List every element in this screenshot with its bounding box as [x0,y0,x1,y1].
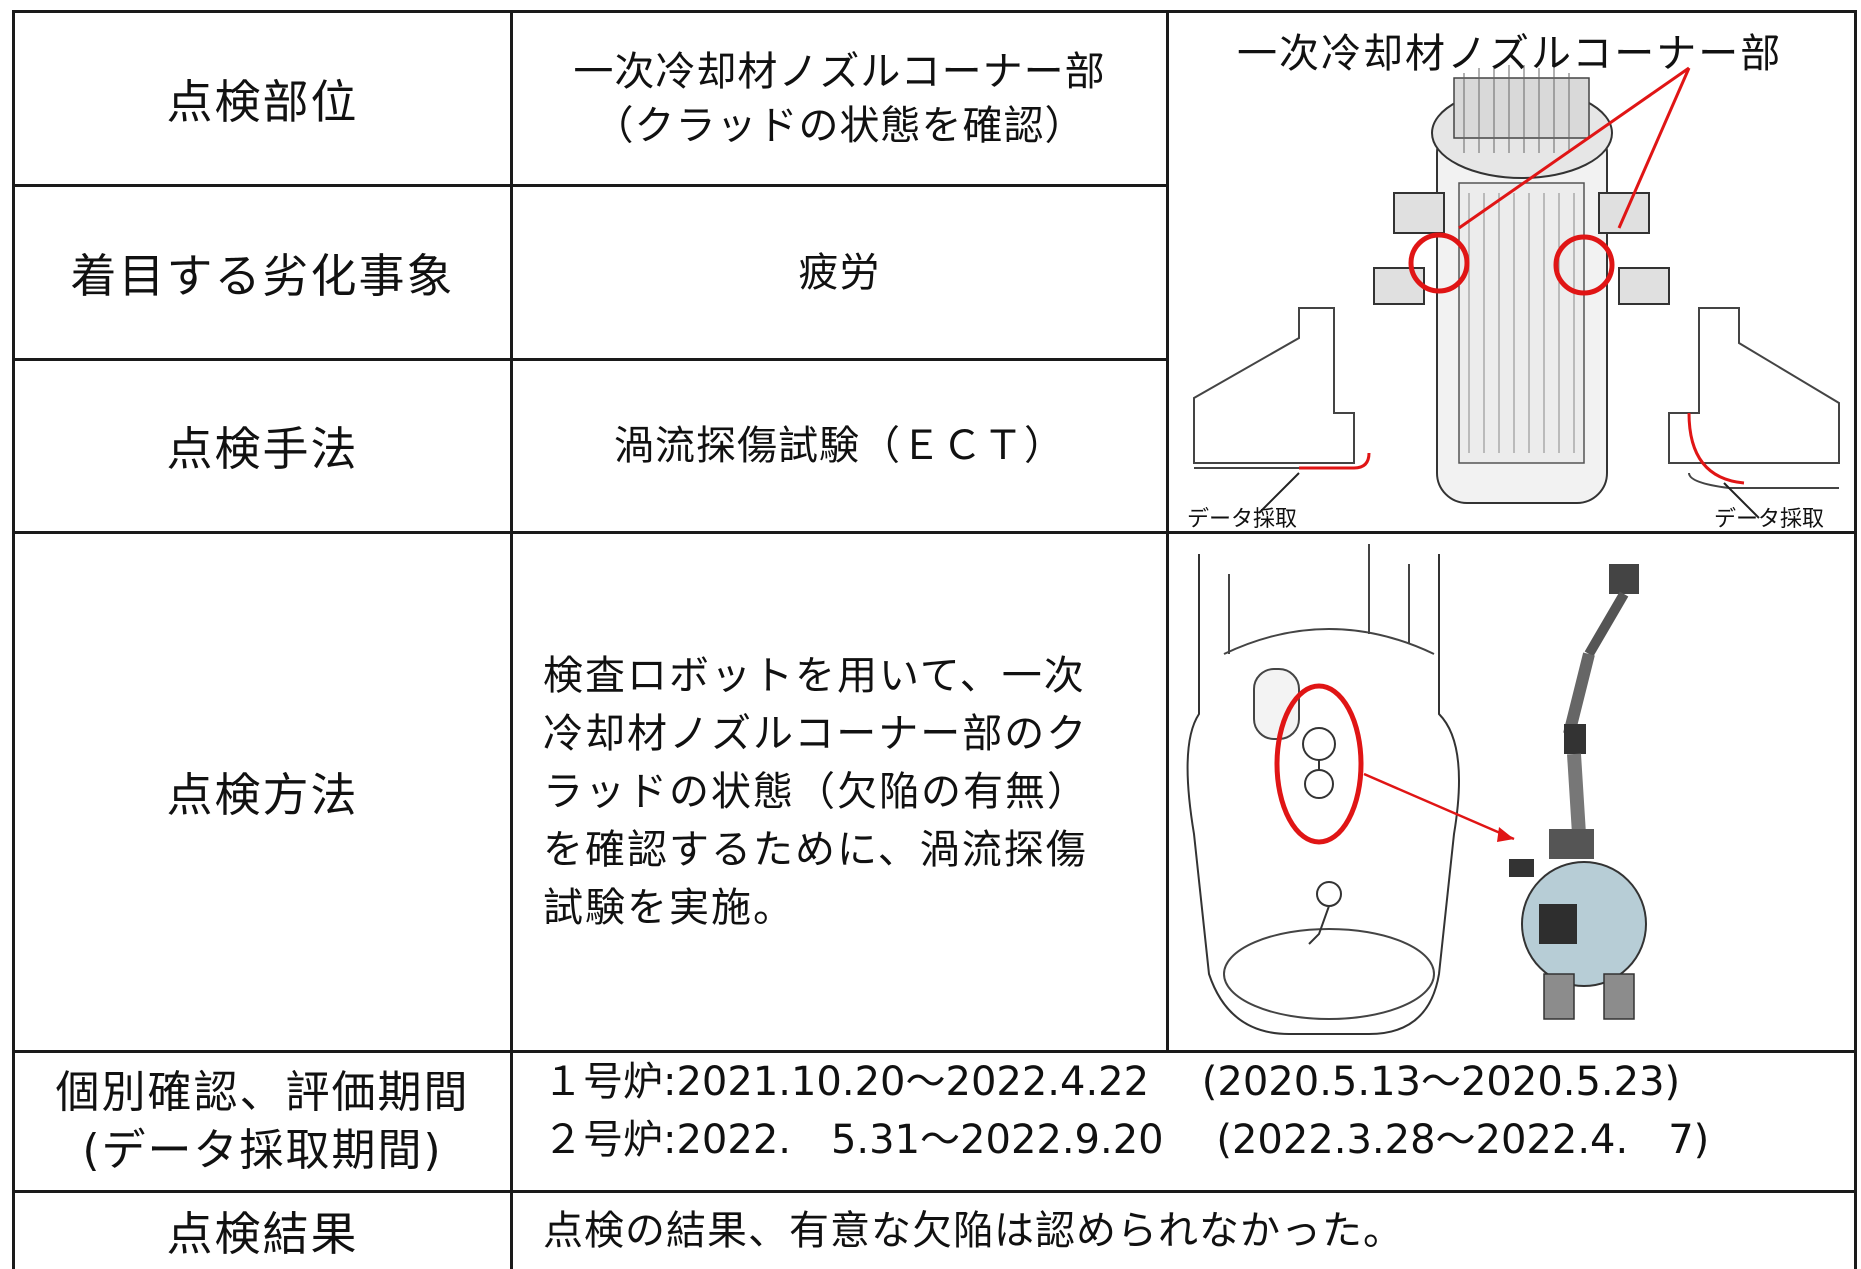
result-value: 点検の結果、有意な欠陥は認められなかった。 [543,1208,1404,1254]
degradation-label: 着目する劣化事象 [70,248,455,303]
left-data-label: データ採取 [1187,507,1298,532]
technique-value: 渦流探傷試験（ＥＣＴ） [614,423,1065,469]
border-left [12,10,15,1269]
divider-col1 [510,10,513,1269]
right-data-label: データ採取 [1714,507,1825,532]
period-label: 個別確認、評価期間 (データ採取期間) [15,1053,510,1190]
reactor-vessel-icon [1193,65,1840,519]
method-text: 検査ロボットを用いて、一次 冷却材ノズルコーナー部のク ラッドの状態（欠陥の有無… [543,653,1089,931]
location-value: 一次冷却材ノズルコーナー部 （クラッドの状態を確認） [513,13,1166,184]
location-label: 点検部位 [166,74,359,129]
row-divider-3 [12,531,1857,534]
method-label: 点検方法 [166,768,359,822]
location-value-line2: （クラッドの状態を確認） [593,102,1086,149]
period-unit1: １号炉:2021.10.20～2022.4.22 (2020.5.13～2020… [543,1059,1681,1105]
row-divider-5 [12,1190,1857,1193]
border-top [12,10,1857,13]
period-label-line1: 個別確認、評価期間 [55,1066,470,1118]
nozzle-corner-figure: 一次冷却材ノズルコーナー部 [1169,13,1854,532]
degradation-value: 疲労 [798,249,881,296]
row-divider-2 [12,358,1169,361]
inspection-robot-icon [1186,544,1647,1035]
row-divider-4 [12,1050,1857,1053]
period-values: １号炉:2021.10.20～2022.4.22 (2020.5.13～2020… [513,1053,1854,1190]
row-divider-1 [12,184,1169,187]
technique-label: 点検手法 [166,422,359,476]
method-cell: 検査ロボットを用いて、一次 冷却材ノズルコーナー部のク ラッドの状態（欠陥の有無… [513,534,1166,1050]
period-unit2: ２号炉:2022. 5.31～2022.9.20 (2022.3.28～2022… [543,1117,1710,1163]
location-value-line1: 一次冷却材ノズルコーナー部 [573,48,1106,95]
robot-figure [1169,534,1854,1050]
period-label-line2: (データ採取期間) [82,1124,443,1176]
border-right [1854,10,1857,1269]
result-label: 点検結果 [166,1207,359,1261]
